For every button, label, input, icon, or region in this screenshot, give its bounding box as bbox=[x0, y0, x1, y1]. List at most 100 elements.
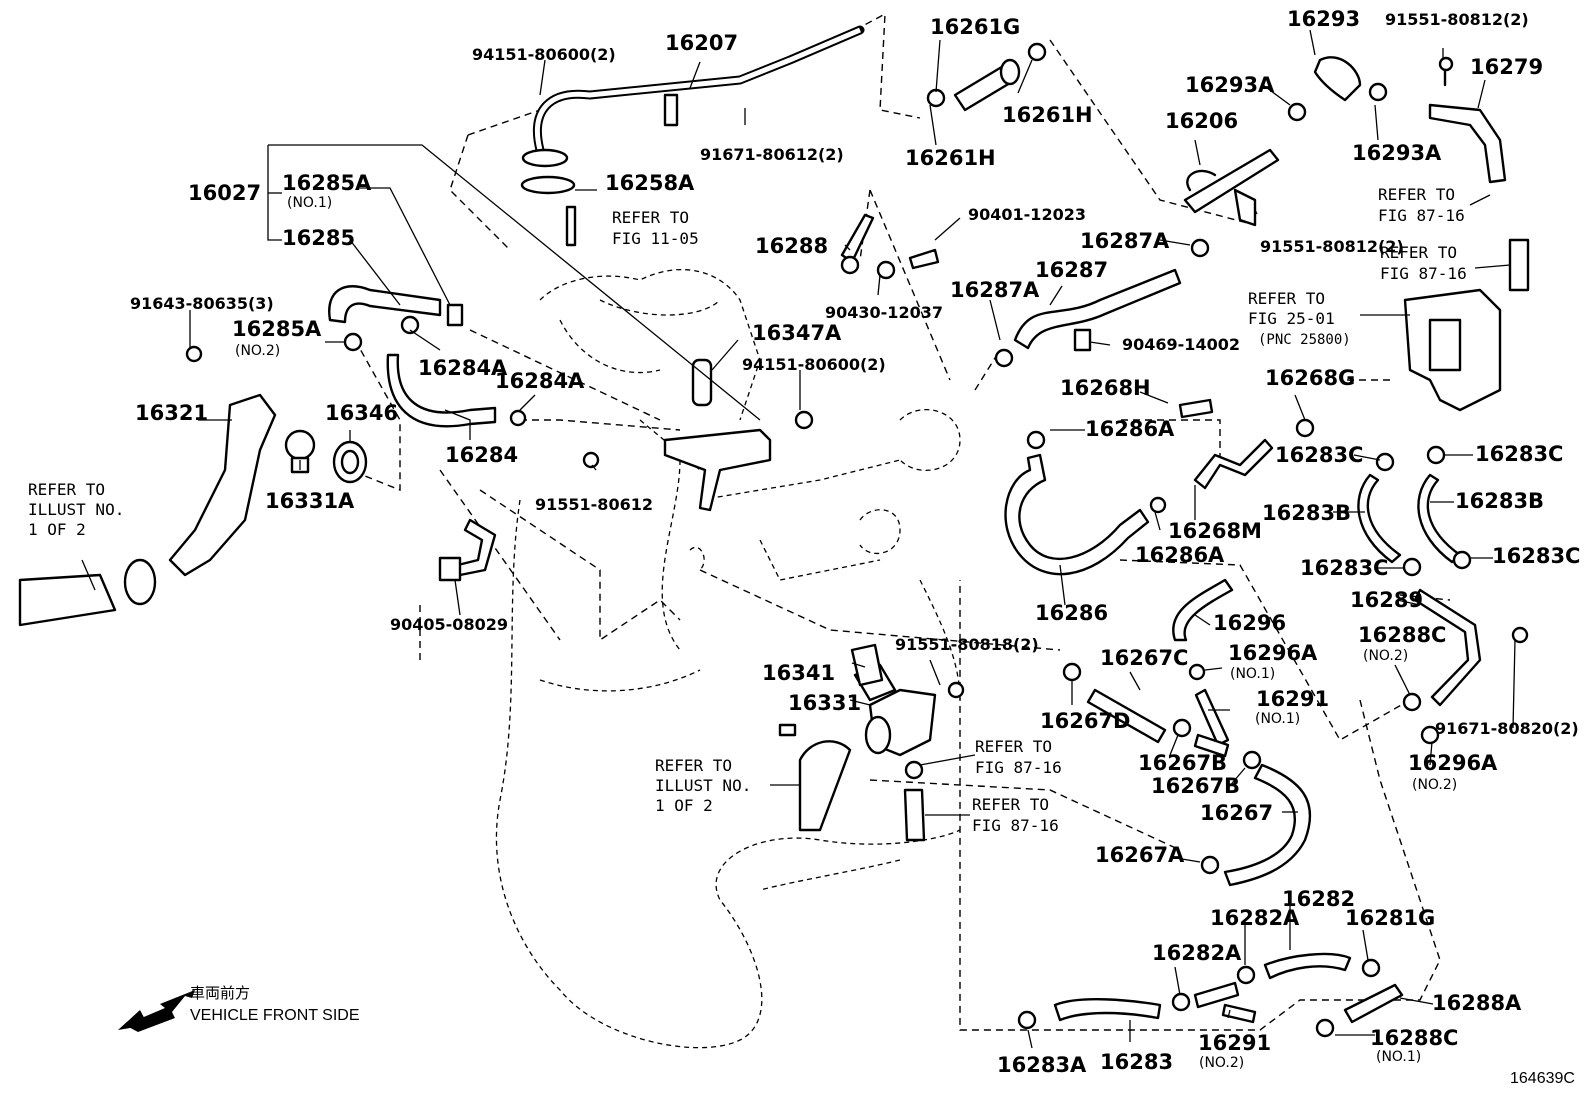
engine-block-outline bbox=[495, 268, 961, 1049]
part-label: 16283B bbox=[1262, 501, 1351, 525]
part-label: 16347A bbox=[752, 321, 842, 345]
part-label: 16267B bbox=[1151, 774, 1240, 798]
note-refer-fig-87-16-c-line1: REFER TO bbox=[975, 737, 1052, 756]
pipe-16268m bbox=[1178, 398, 1315, 490]
part-label: 16267 bbox=[1200, 801, 1273, 825]
part-label: 16293A bbox=[1352, 141, 1442, 165]
pipe-16206 bbox=[1183, 148, 1280, 227]
part-label: 16027 bbox=[188, 181, 261, 205]
pipe-16291-no2 bbox=[1171, 981, 1257, 1024]
part-label: 16284A bbox=[495, 369, 585, 393]
part-label: 16291 bbox=[1198, 1031, 1271, 1055]
part-label: 16268M bbox=[1168, 519, 1262, 543]
part-label: 16296A bbox=[1228, 641, 1318, 665]
note-refer-fig-11-05-line1: REFER TO bbox=[612, 208, 689, 227]
part-label: 91551-80612 bbox=[535, 495, 653, 514]
note-illust-lower-line2: ILLUST NO. bbox=[655, 776, 751, 795]
part-label: 91551-80812(2) bbox=[1260, 237, 1404, 256]
pipe-16288 bbox=[840, 213, 940, 280]
note-illust-upper-line2: ILLUST NO. bbox=[28, 500, 124, 519]
assembly-boundary-lines bbox=[349, 12, 1451, 1031]
note-refer-fig-87-16-c-line2: FIG 87-16 bbox=[975, 758, 1062, 777]
note-illust-lower-line1: REFER TO bbox=[655, 756, 732, 775]
part-label: 94151-80600(2) bbox=[472, 45, 616, 64]
hose-16288a bbox=[1315, 983, 1404, 1038]
part-label: 16267C bbox=[1100, 646, 1188, 670]
note-refer-fig-87-16-b-line2: FIG 87-16 bbox=[1380, 264, 1467, 283]
note-refer-fig-25-01-line2: FIG 25-01 bbox=[1248, 309, 1335, 328]
hose-16261g bbox=[926, 42, 1047, 112]
part-label: 16261H bbox=[1002, 103, 1093, 127]
note-illust-upper-line3: 1 OF 2 bbox=[28, 520, 86, 539]
part-label: 16288C bbox=[1370, 1026, 1458, 1050]
part-label: 16287A bbox=[1080, 229, 1170, 253]
part-label: 16288C bbox=[1358, 623, 1446, 647]
part-label: 16283 bbox=[1100, 1050, 1173, 1074]
part-label: 16282A bbox=[1152, 941, 1242, 965]
part-label: 90401-12023 bbox=[968, 205, 1086, 224]
part-label: 16285A bbox=[232, 317, 322, 341]
part-label: 16293 bbox=[1287, 7, 1360, 31]
note-illust-upper-line1: REFER TO bbox=[28, 480, 105, 499]
gasket-16341 bbox=[850, 643, 884, 687]
part-label: 16286A bbox=[1135, 543, 1225, 567]
part-label: (NO.2) bbox=[1412, 777, 1457, 793]
note-refer-fig-87-16-d-line2: FIG 87-16 bbox=[972, 816, 1059, 835]
hose-refer-lower bbox=[778, 723, 926, 842]
note-refer-fig-25-01-line3: (PNC 25800) bbox=[1258, 332, 1351, 348]
part-label: (NO.1) bbox=[287, 195, 332, 211]
part-label: 16341 bbox=[762, 661, 835, 685]
part-label: 90430-12037 bbox=[825, 303, 943, 322]
pipe-16289 bbox=[1402, 588, 1529, 745]
pipe-16279 bbox=[1428, 56, 1507, 184]
part-label: 16288 bbox=[755, 234, 828, 258]
part-label: 91551-80818(2) bbox=[895, 635, 1039, 654]
part-label: 16284A bbox=[418, 356, 508, 380]
part-label: 16287 bbox=[1035, 258, 1108, 282]
part-labels: 94151-80600(2)1620791671-80612(2)16258A1… bbox=[130, 7, 1580, 1077]
part-label: 16267D bbox=[1040, 709, 1131, 733]
part-label: 16296 bbox=[1213, 611, 1286, 635]
pipe-16291-no1 bbox=[1193, 688, 1262, 770]
part-label: 94151-80600(2) bbox=[742, 355, 886, 374]
hose-16283 bbox=[1017, 998, 1162, 1030]
part-label: 16286 bbox=[1035, 601, 1108, 625]
part-label: 16285 bbox=[282, 226, 355, 250]
front-direction-arrow bbox=[118, 990, 195, 1032]
pipe-16207 bbox=[521, 25, 865, 168]
part-label: 16282A bbox=[1210, 906, 1300, 930]
part-label: 91643-80635(3) bbox=[130, 294, 274, 313]
part-label: 91671-80612(2) bbox=[700, 145, 844, 164]
part-label: 16283C bbox=[1492, 544, 1580, 568]
part-label: 16331A bbox=[265, 489, 355, 513]
part-label: (NO.1) bbox=[1376, 1049, 1421, 1065]
part-label: 91551-80812(2) bbox=[1385, 10, 1529, 29]
note-illust-lower-line3: 1 OF 2 bbox=[655, 796, 713, 815]
leader-lines bbox=[81, 29, 1516, 1049]
valve-25800 bbox=[1403, 238, 1530, 412]
part-label: 16281G bbox=[1345, 906, 1435, 930]
front-side-jp-label: 車両前方 bbox=[190, 984, 250, 1002]
part-label: 16283A bbox=[997, 1053, 1087, 1077]
part-label: 16284 bbox=[445, 443, 518, 467]
part-label: 16283C bbox=[1300, 556, 1388, 580]
part-label: 16285A bbox=[282, 171, 372, 195]
part-label: 16267A bbox=[1095, 843, 1185, 867]
hose-16284 bbox=[386, 353, 527, 428]
part-label: 16279 bbox=[1470, 55, 1543, 79]
part-label: (NO.2) bbox=[1363, 648, 1408, 664]
part-label: 16261H bbox=[905, 146, 996, 170]
part-label: 16258A bbox=[605, 171, 695, 195]
part-label: (NO.1) bbox=[1230, 666, 1275, 682]
part-label: 16286A bbox=[1085, 417, 1175, 441]
figure-code: 164639C bbox=[1510, 1070, 1575, 1087]
reference-notes: REFER TO FIG 11-05 REFER TO FIG 87-16 RE… bbox=[28, 185, 1575, 1087]
part-label: 16283B bbox=[1455, 489, 1544, 513]
hose-16282 bbox=[1236, 952, 1381, 985]
note-refer-fig-87-16-a-line2: FIG 87-16 bbox=[1378, 206, 1465, 225]
part-label: 16268G bbox=[1265, 366, 1355, 390]
pipe-16347a bbox=[582, 358, 814, 512]
part-label: 16288A bbox=[1432, 991, 1522, 1015]
